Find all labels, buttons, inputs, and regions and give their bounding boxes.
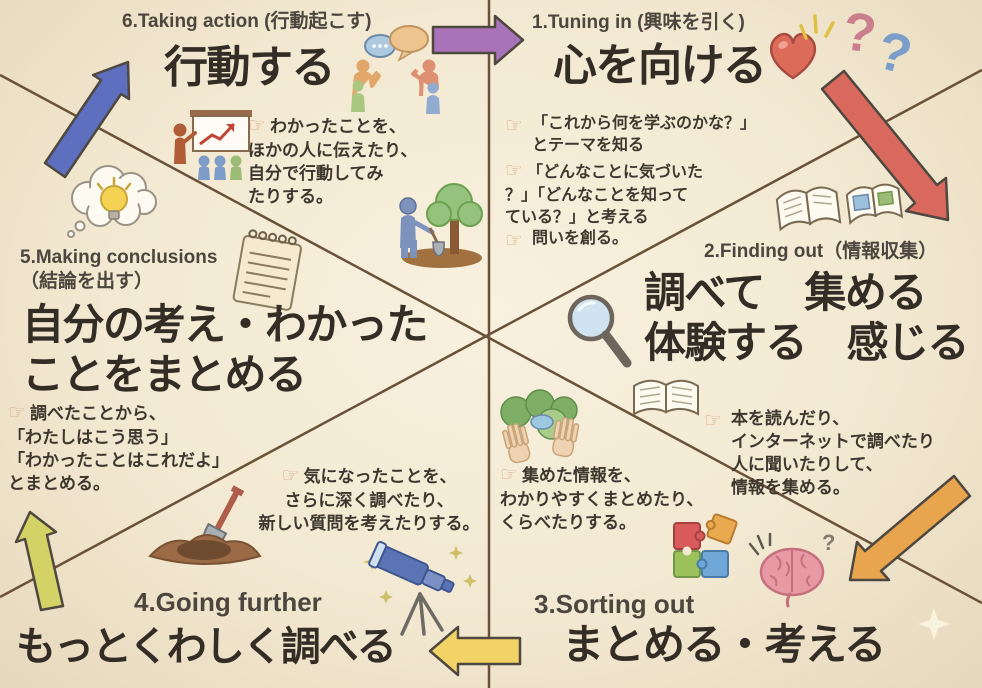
stage2-description: ☞本を読んだり、 インターネットで調べたり 人に聞いたりして、 情報を集める。 (704, 408, 935, 497)
pointing-hand-icon: ☞ (248, 115, 266, 137)
pointing-hand-icon: ☞ (505, 115, 523, 137)
stage3-label: 3.Sorting out (534, 589, 695, 619)
tree-planting-icon (399, 183, 483, 268)
sparkle-icon (918, 608, 950, 640)
stage6-description: ☞わかったことを、 ほかの人に伝えたり、 自分で行動してみ たりする。 (248, 115, 418, 206)
stage3-heading: まとめる・考える (562, 621, 886, 668)
stage4-label: 4.Going further (134, 587, 322, 617)
puzzle-pieces-icon (673, 513, 738, 578)
cycle-arrow-yellow-left-icon (428, 625, 522, 677)
stage1-heading: 心を向ける (553, 41, 767, 90)
stage1-bullet: ☞「どんなことに気づいた ？」「どんなことを知って ている？」と考える (505, 160, 703, 226)
pointing-hand-icon: ☞ (505, 230, 523, 253)
notepad-icon (232, 229, 302, 311)
stage4-description: ☞気になったことを、 さらに深く調べたり、 新しい質問を考えたりする。 (258, 465, 480, 533)
sparkle-accent-icon (799, 14, 835, 40)
stage1-bullets: ☞「これから何を学ぶのかな？」 とテーマを知る ☞「どんなことに気づいた ？」「… (505, 113, 840, 257)
pointing-hand-icon: ☞ (704, 409, 722, 432)
svg-text:?: ? (822, 530, 835, 555)
cycle-arrow-blue-up-icon (43, 60, 131, 179)
sector-divider-line (0, 68, 982, 599)
stage2-heading: 調べて 集める 体験する 感じる (644, 269, 970, 366)
stage6-label: 6.Taking action (行動起こす) (122, 11, 372, 32)
pointing-hand-icon: ☞ (505, 160, 523, 183)
magnifying-glass-icon (567, 294, 632, 368)
stage2-label: 2.Finding out（情報収集） (704, 241, 938, 262)
pointing-hand-icon: ☞ (281, 465, 300, 487)
stage5-heading: 自分の考え・わかった ことをまとめる (22, 301, 429, 398)
cycle-arrow-purple-right-icon (431, 14, 525, 66)
people-discussion-icon (351, 25, 440, 114)
stage6-heading: 行動する (164, 43, 336, 92)
brain-icon: ? (748, 530, 835, 608)
stage1-bullet: ☞「これから何を学ぶのかな？」 とテーマを知る (505, 115, 756, 154)
pointing-hand-icon: ☞ (8, 402, 26, 424)
hands-exploring-map-icon (500, 389, 580, 464)
telescope-icon (363, 541, 477, 636)
stage1-label: 1.Tuning in (興味を引く) (532, 12, 745, 33)
cycle-arrow-red-down-icon (820, 69, 950, 222)
books-icon (775, 183, 904, 232)
shovel-digging-icon (148, 485, 262, 565)
idea-lightbulb-icon (67, 165, 157, 238)
pointing-hand-icon: ☞ (500, 464, 518, 486)
sector-divider-line (0, 73, 982, 605)
stage1-bullet: ☞問いを創る。 (505, 228, 840, 255)
open-book-icon (633, 379, 699, 416)
stage4-heading: もっとくわしく調べる (16, 625, 397, 669)
stage5-description: ☞調べたことから、 「わたしはこう思う」 「わかったことはこれだよ」 とまとめる… (8, 402, 229, 493)
cycle-arrow-yellowgreen-up-icon (14, 510, 65, 612)
cycle-arrow-orange-downleft-icon (848, 474, 972, 582)
heart-icon (769, 32, 817, 80)
presentation-icon (173, 110, 252, 180)
stage5-label: 5.Making conclusions （結論を出す） (20, 247, 218, 292)
stage3-description: ☞集めた情報を、 わかりやすくまとめたり、 くらべたりする。 (500, 464, 704, 532)
